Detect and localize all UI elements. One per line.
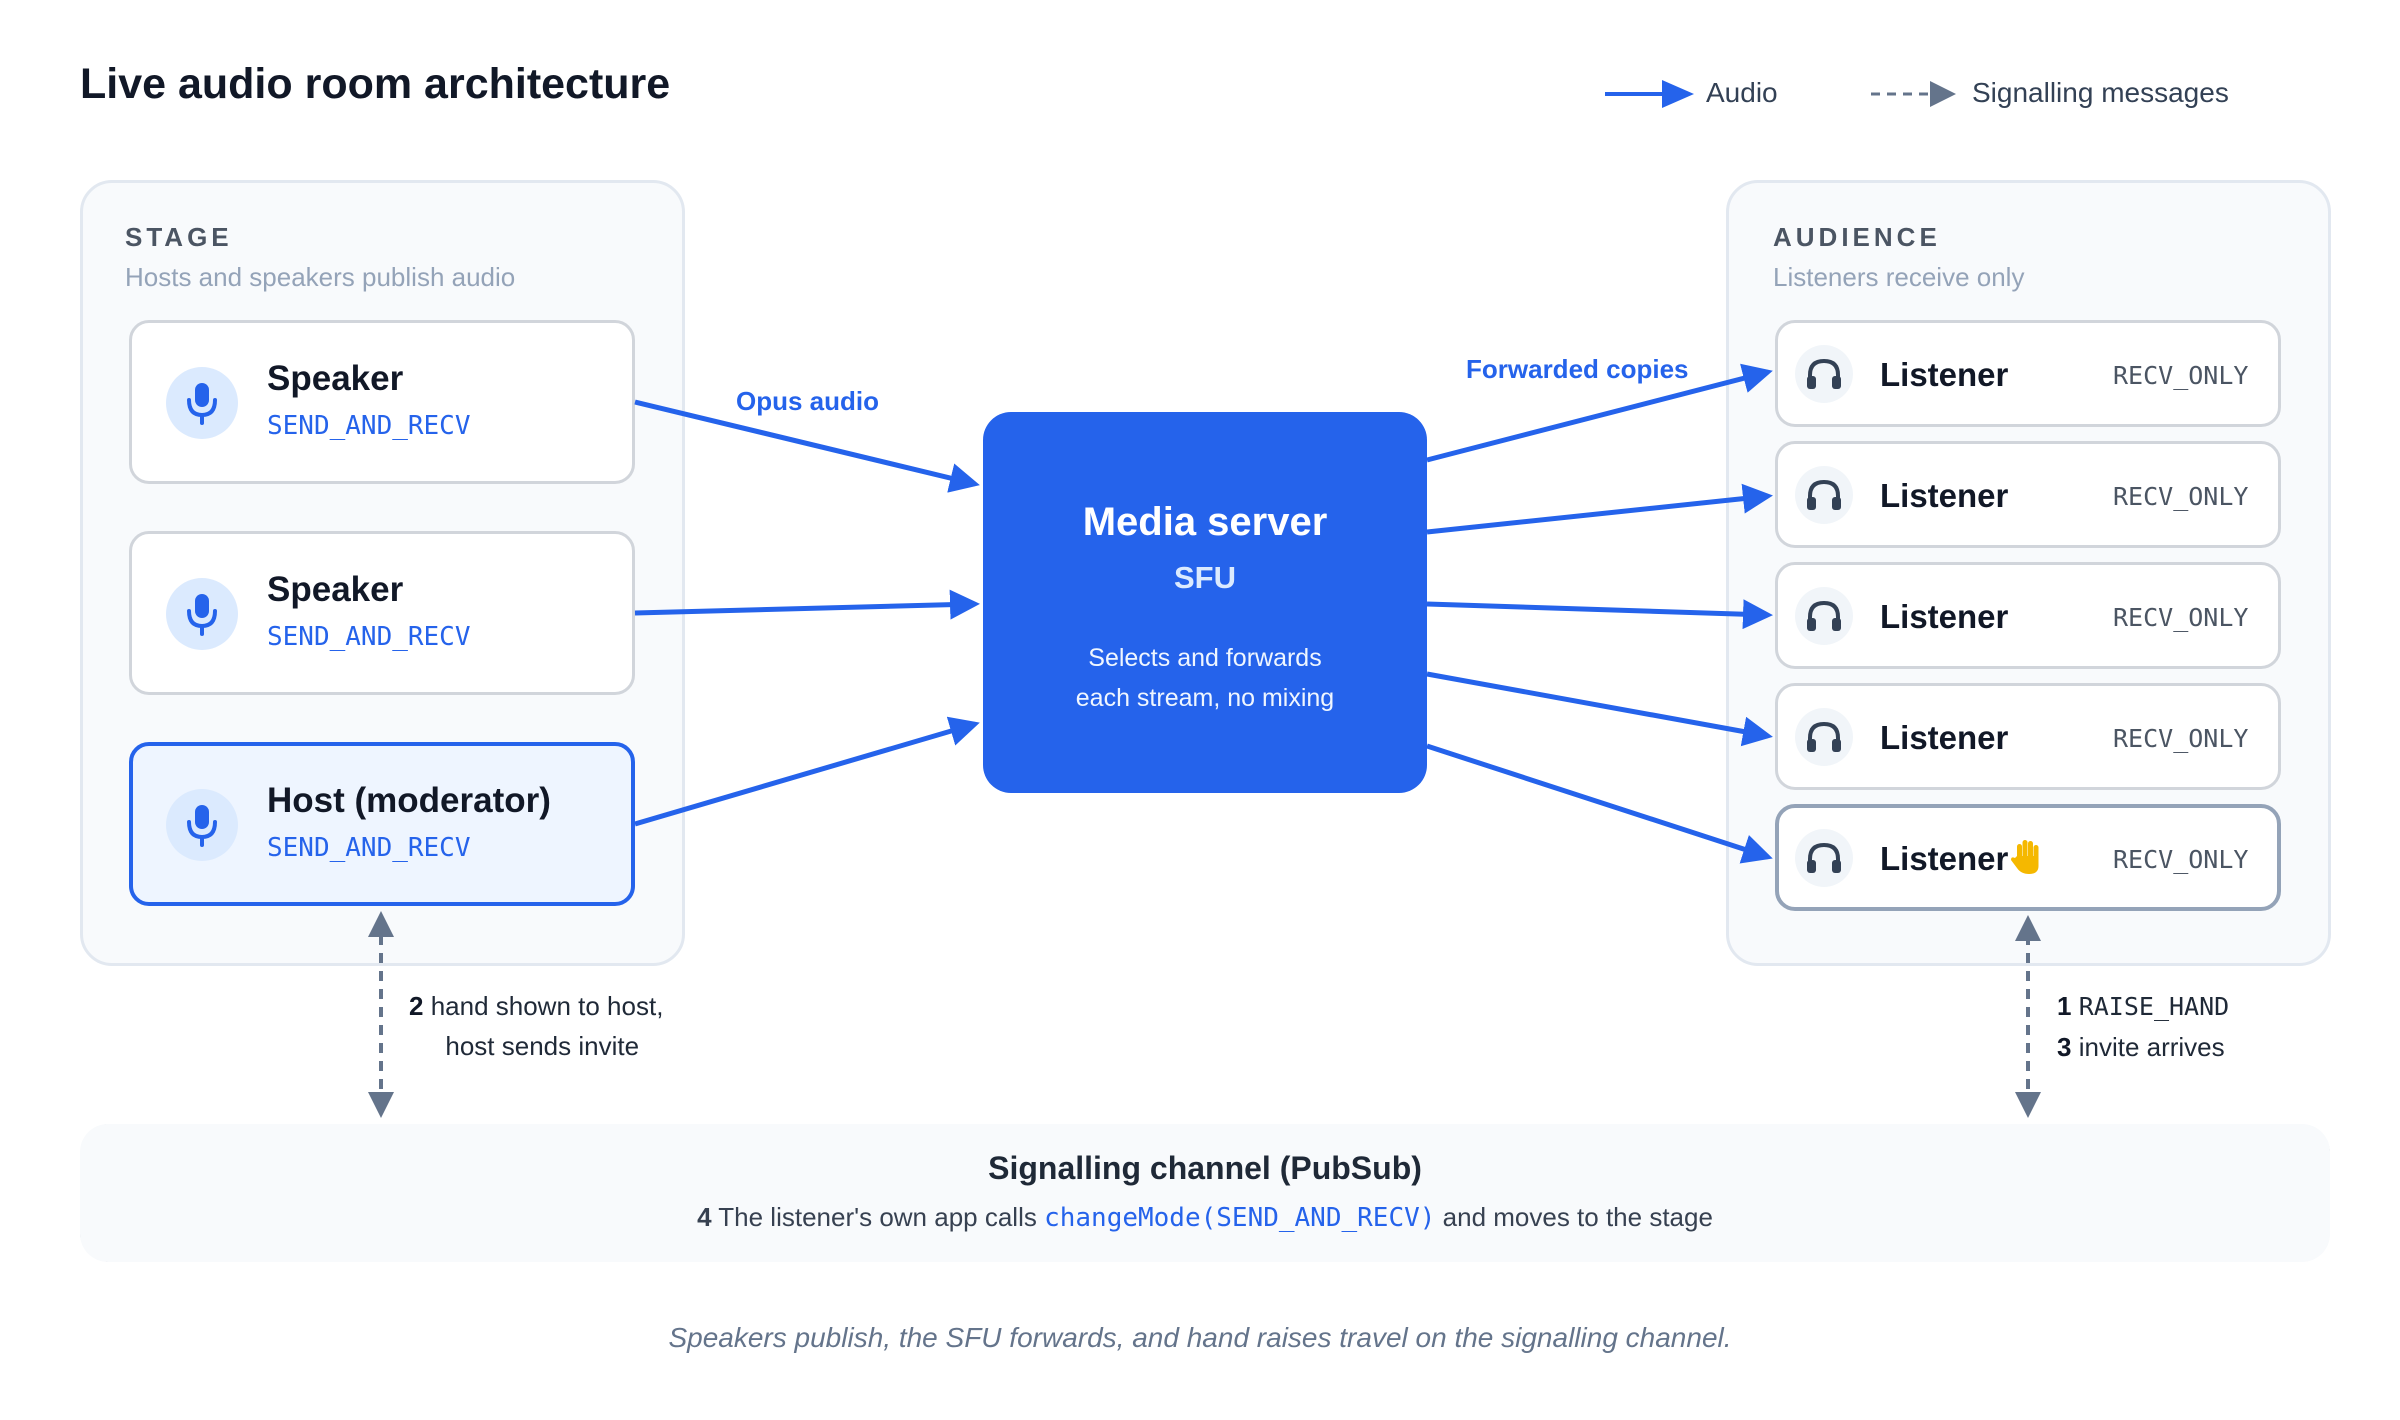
mode-label: SEND_AND_RECV xyxy=(267,833,471,863)
listener-card: Listener RECV_ONLY xyxy=(1775,441,2281,548)
headphones-icon xyxy=(1795,829,1853,887)
arrowhead xyxy=(2015,1092,2041,1118)
card-name: Listener xyxy=(1880,840,2009,877)
signalling-channel-description: 4 The listener's own app calls changeMod… xyxy=(80,1202,2330,1233)
listener-signal-note: 1 RAISE_HAND 3 invite arrives xyxy=(2057,986,2229,1067)
host-card: Host (moderator) SEND_AND_RECV xyxy=(129,742,635,906)
headphones-icon xyxy=(1795,708,1853,766)
speaker-card: Speaker SEND_AND_RECV xyxy=(129,320,635,484)
card-name: Speaker xyxy=(267,359,404,398)
note-text: and moves to the stage xyxy=(1435,1202,1713,1232)
server-description: Selects and forwards each stream, no mix… xyxy=(983,638,1427,718)
legend-audio-arrow xyxy=(1605,80,1694,108)
forward-arrow xyxy=(1426,743,1773,864)
server-title: Media server xyxy=(1082,500,1328,544)
signalling-channel-title: Signalling channel (PubSub) xyxy=(988,1150,1422,1186)
flow-label-opus-audio: Opus audio xyxy=(736,386,879,416)
step-number: 3 xyxy=(2057,1032,2072,1062)
audio-arrow xyxy=(634,399,980,493)
forward-arrow xyxy=(1426,599,1773,630)
message-name: RAISE_HAND xyxy=(2078,992,2230,1021)
arrowhead xyxy=(2015,915,2041,941)
headphones-icon xyxy=(1795,587,1853,645)
note-text: invite arrives xyxy=(2078,1032,2225,1062)
card-name: Listener xyxy=(1880,477,2009,514)
note-text: host sends invite xyxy=(445,1031,640,1061)
step-number: 2 xyxy=(409,991,424,1021)
microphone-icon xyxy=(166,367,238,439)
forward-arrow xyxy=(1426,363,1773,463)
microphone-icon xyxy=(166,789,238,861)
server-description-line: each stream, no mixing xyxy=(1075,684,1335,712)
card-name: Listener xyxy=(1880,598,2009,635)
step-number: 4 xyxy=(697,1202,712,1232)
card-name: Speaker xyxy=(267,570,404,609)
audio-arrow xyxy=(634,716,980,827)
flow-label-forwarded-copies: Forwarded copies xyxy=(1466,354,1689,384)
headphones-icon xyxy=(1795,466,1853,524)
arrowhead xyxy=(368,911,394,937)
server-subtitle: SFU xyxy=(1174,560,1236,595)
page-title: Live audio room architecture xyxy=(80,60,671,108)
forward-arrow xyxy=(1426,483,1773,535)
arrowhead xyxy=(368,1092,394,1118)
note-text: The listener's own app calls xyxy=(711,1202,1045,1232)
speaker-card: Speaker SEND_AND_RECV xyxy=(129,531,635,695)
legend-signalling-arrow xyxy=(1871,81,1956,107)
audience-title: AUDIENCE xyxy=(1773,222,1941,252)
raised-hand-icon xyxy=(2011,838,2043,881)
signalling-channel-panel xyxy=(80,1124,2330,1262)
server-description-line: Selects and forwards xyxy=(1088,644,1322,672)
listener-card-hand-raised: Listener RECV_ONLY xyxy=(1775,804,2281,911)
code-snippet: changeMode(SEND_AND_RECV) xyxy=(1044,1203,1436,1233)
stage-subtitle: Hosts and speakers publish audio xyxy=(125,262,516,292)
stage-title: STAGE xyxy=(125,222,233,252)
audio-arrow xyxy=(634,589,980,620)
mode-label: SEND_AND_RECV xyxy=(267,622,471,652)
listener-card: Listener RECV_ONLY xyxy=(1775,320,2281,427)
step-number: 1 xyxy=(2057,991,2072,1021)
figure-caption: Speakers publish, the SFU forwards, and … xyxy=(668,1322,1732,1353)
host-signal-note: 2 hand shown to host, host sends invite xyxy=(409,986,663,1066)
microphone-icon xyxy=(166,578,238,650)
media-server-node: Media server SFU Selects and forwards ea… xyxy=(983,412,1427,793)
mode-label: RECV_ONLY xyxy=(2113,482,2249,511)
listener-card: Listener RECV_ONLY xyxy=(1775,683,2281,790)
mode-label: RECV_ONLY xyxy=(2113,724,2249,753)
card-name: Listener xyxy=(1880,719,2009,756)
mode-label: RECV_ONLY xyxy=(2113,361,2249,390)
mode-label: RECV_ONLY xyxy=(2113,603,2249,632)
mode-label: RECV_ONLY xyxy=(2113,845,2249,874)
listener-card: Listener RECV_ONLY xyxy=(1775,562,2281,669)
audience-subtitle: Listeners receive only xyxy=(1773,262,2025,292)
forward-arrow xyxy=(1426,671,1773,747)
headphones-icon xyxy=(1795,345,1853,403)
mode-label: SEND_AND_RECV xyxy=(267,411,471,441)
note-text: hand shown to host, xyxy=(430,991,664,1021)
legend-signalling-label: Signalling messages xyxy=(1972,77,2229,108)
card-name: Host (moderator) xyxy=(267,781,551,820)
card-name: Listener xyxy=(1880,356,2009,393)
legend-audio-label: Audio xyxy=(1706,77,1778,108)
